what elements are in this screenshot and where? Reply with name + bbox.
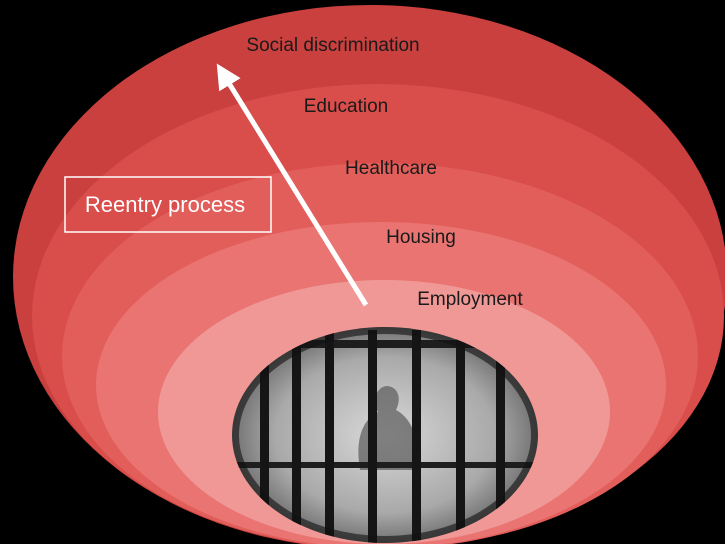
reentry-process-box <box>64 176 272 233</box>
label-education: Education <box>304 96 389 117</box>
reentry-arrow <box>216 63 369 307</box>
prison-bars-image <box>232 327 538 543</box>
label-employment: Employment <box>417 289 523 310</box>
reentry-process-label: Reentry process <box>85 192 245 217</box>
label-healthcare: Healthcare <box>345 158 437 179</box>
label-housing: Housing <box>386 227 456 248</box>
label-social-discrimination: Social discrimination <box>246 35 419 56</box>
